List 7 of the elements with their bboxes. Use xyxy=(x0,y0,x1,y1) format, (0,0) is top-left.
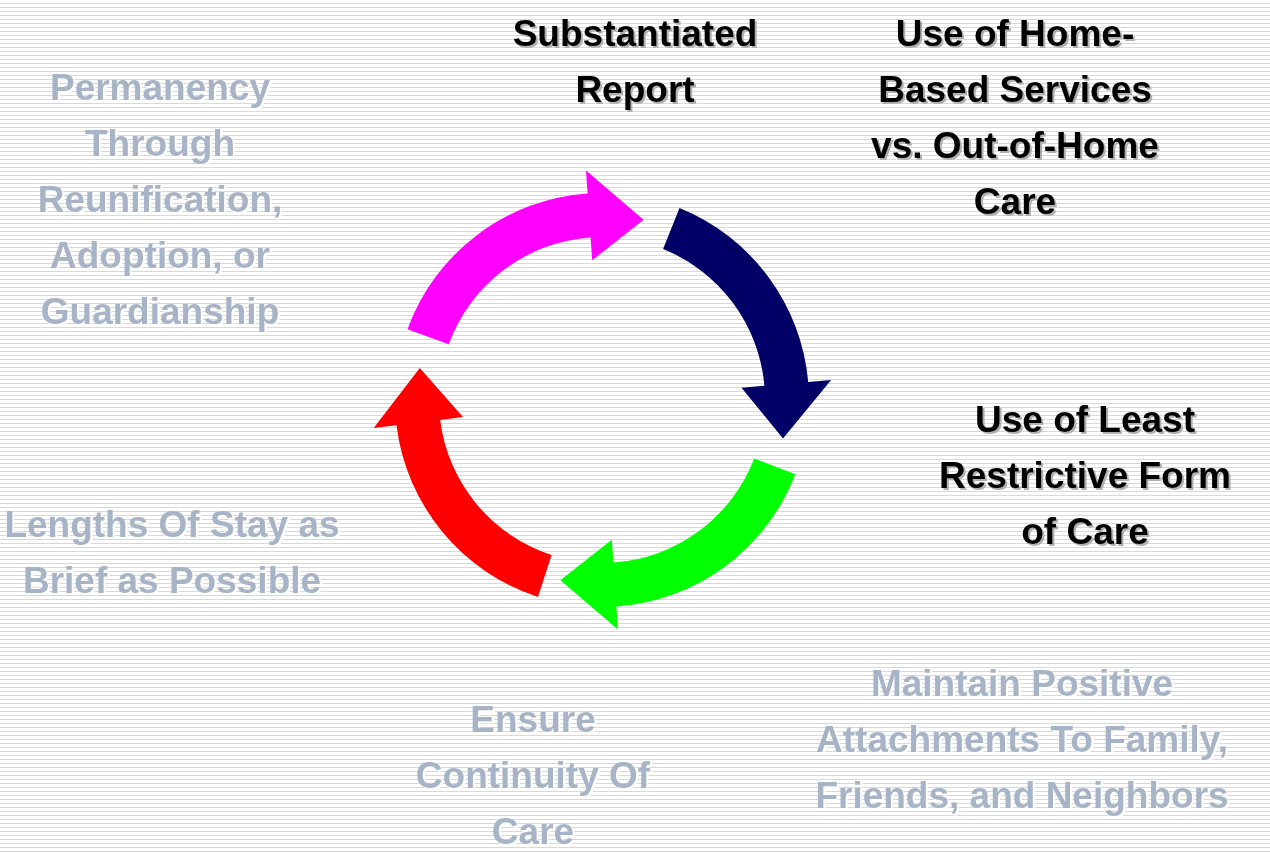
cycle-label: Ensure Continuity Of Care xyxy=(414,698,652,853)
cycle-label: Permanency Through Reunification, Adoption, or Guardianship xyxy=(36,66,284,334)
cycle-label: Substantiated Report xyxy=(511,12,759,112)
cycle-label: Use of Home-Based Services vs. Out-of-Home Care xyxy=(870,12,1160,224)
cycle-label: Maintain Positive Attachments To Family, Friends, and Neighbors xyxy=(814,662,1230,818)
cycle-label: Use of Least Restrictive Form of Care xyxy=(938,398,1232,554)
cycle-label: Lengths Of Stay as Brief as Possible xyxy=(3,503,341,603)
